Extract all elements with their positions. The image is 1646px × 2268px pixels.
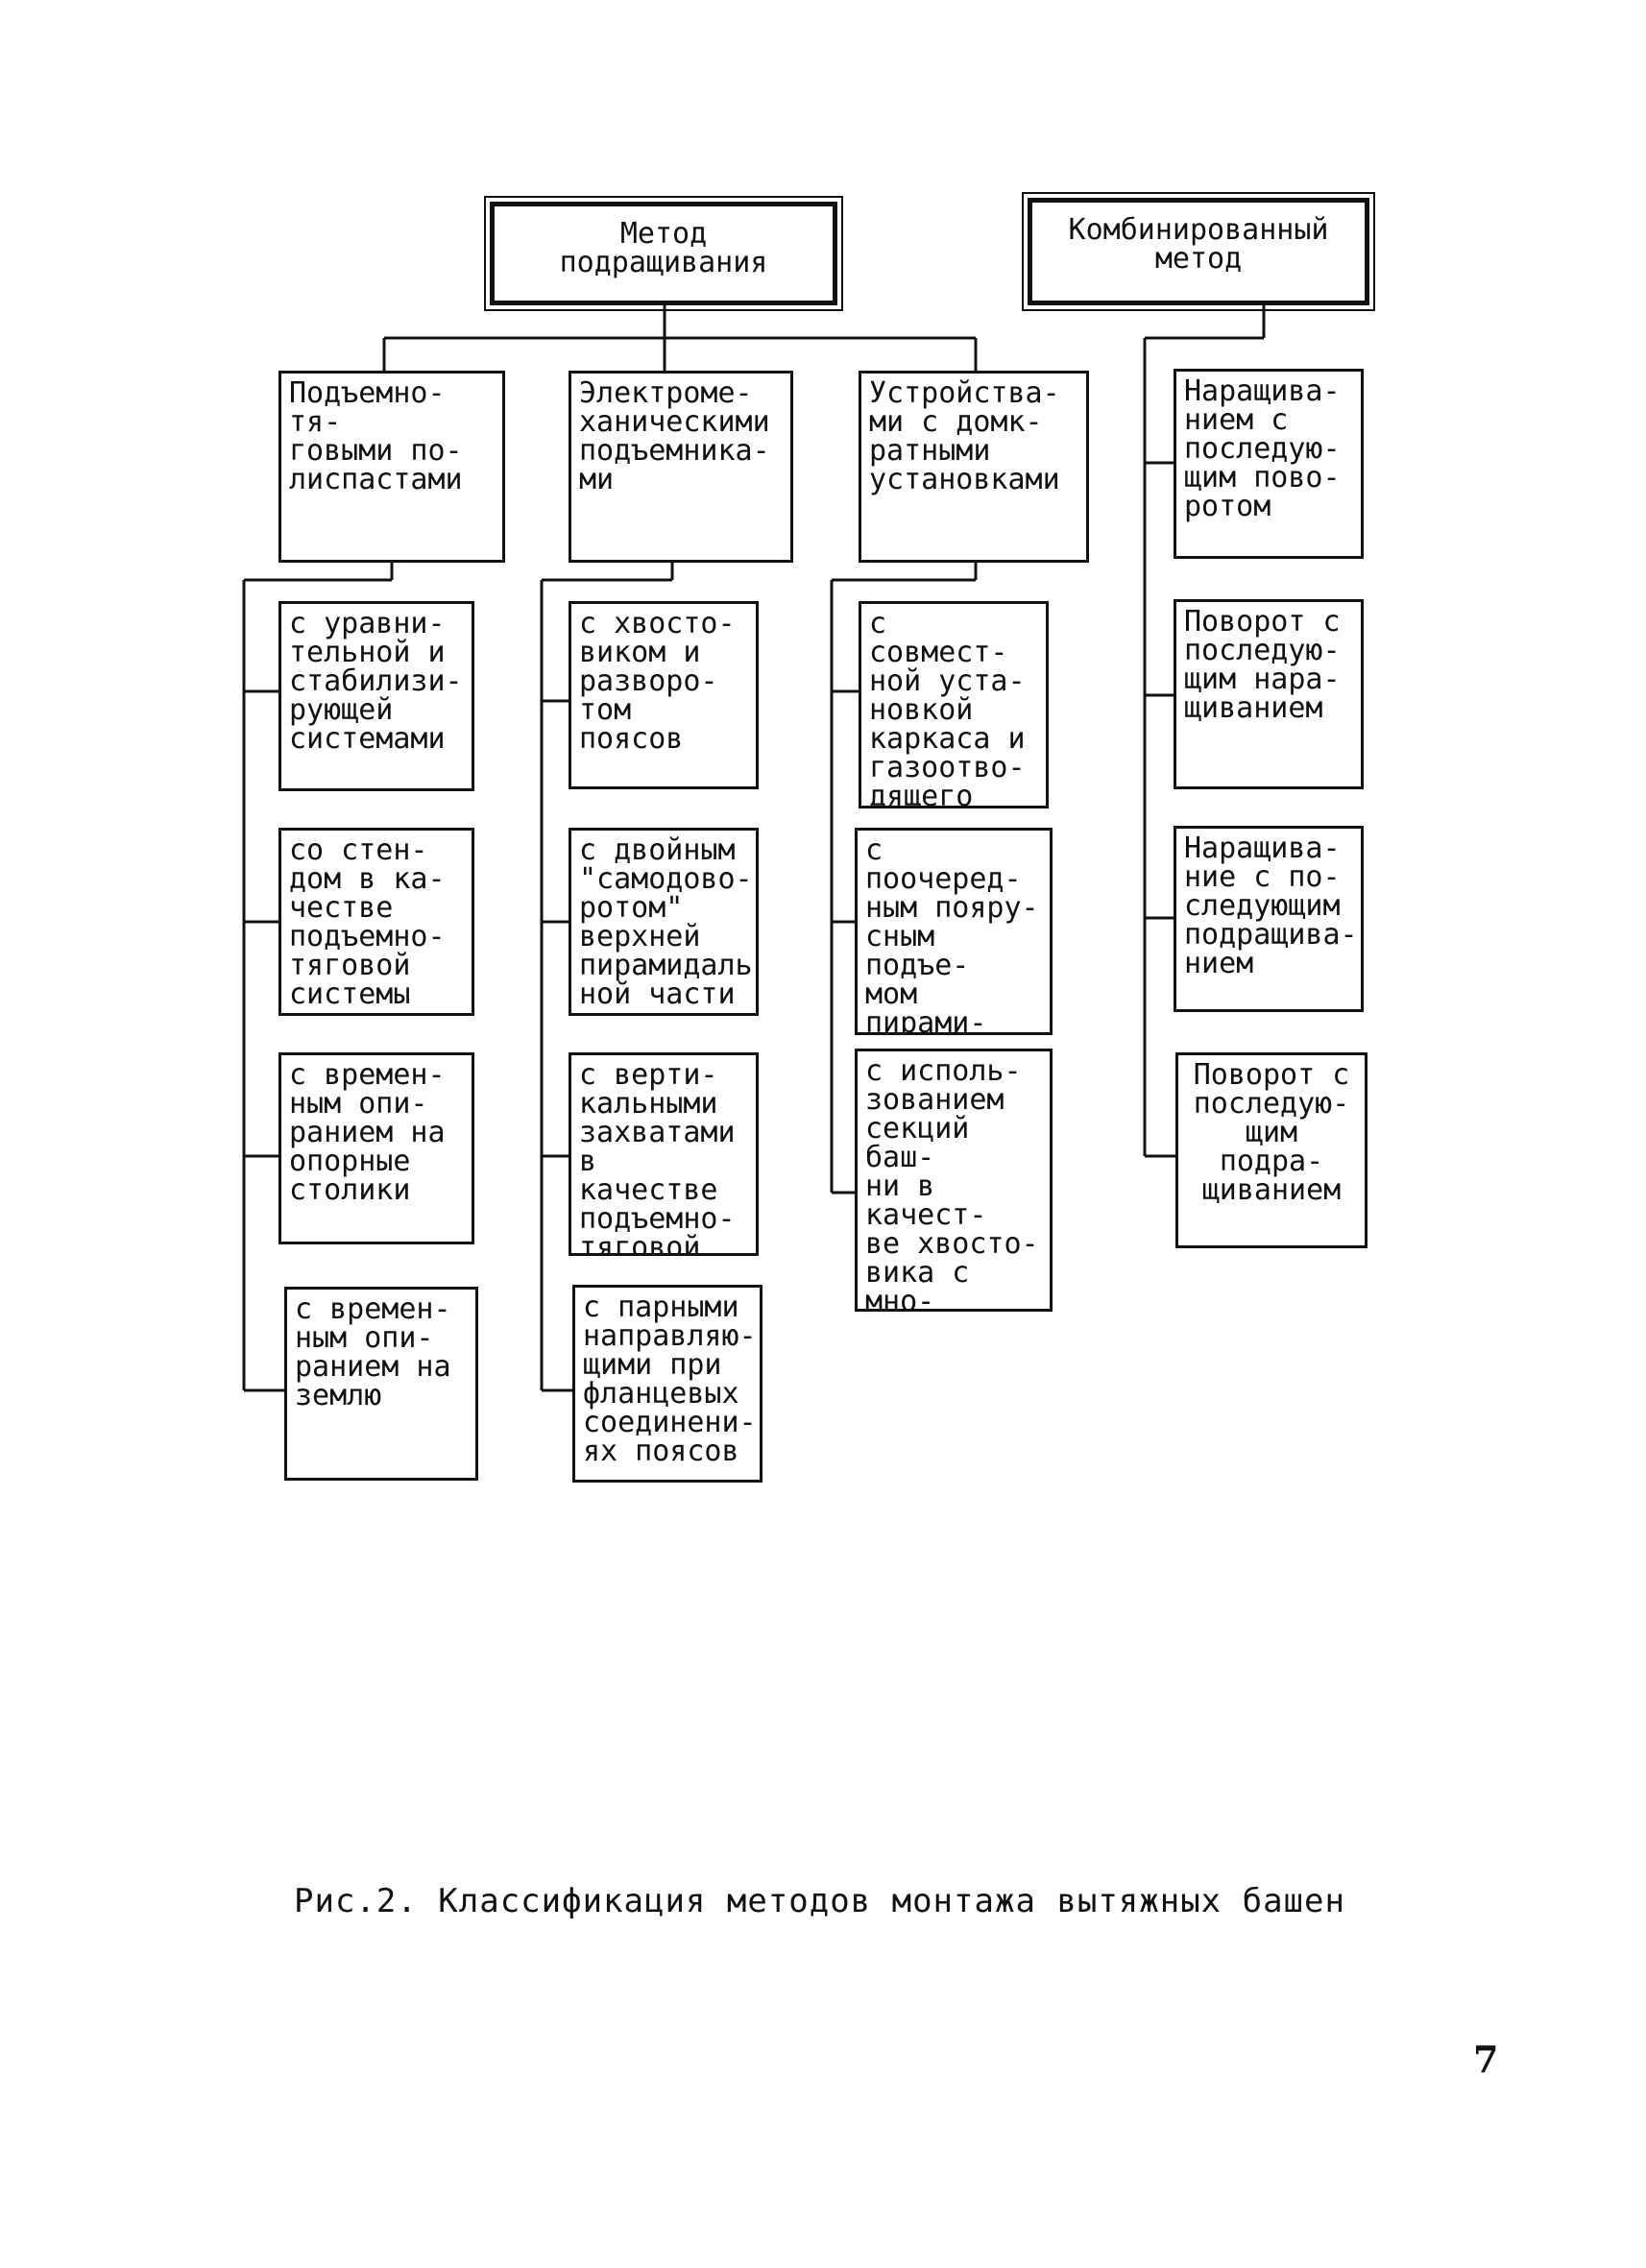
col2-item-1: с хвосто- виком и разворо- том поясов: [569, 601, 759, 789]
col4-item-3: Наращива- ние с по- следующим подращива-…: [1174, 826, 1364, 1012]
col1-item-1: с уравни- тельной и стабилизи- рующей си…: [278, 601, 474, 791]
root-growing-method: Метод подращивания: [484, 196, 843, 311]
col4-item-1: Наращива- нием с последую- щим пово- рот…: [1174, 369, 1364, 559]
category-electromechanical: Электроме- ханическими подъемника- ми: [569, 371, 793, 563]
col3-item-2: с поочеред- ным пояру- сным подъе- мом п…: [855, 828, 1053, 1035]
figure-caption: Рис.2. Классификация методов монтажа выт…: [294, 1882, 1345, 1920]
col4-item-4: Поворот с последую- щим подра- щиванием: [1175, 1052, 1368, 1248]
category-polyspast: Подъемно-тя- говыми по- лиспастами: [278, 371, 505, 563]
col1-item-4: с времен- ным опи- ранием на землю: [284, 1287, 478, 1481]
page-number: 7: [1473, 2038, 1499, 2081]
col3-item-3: с исполь- зованием секций баш- ни в каче…: [855, 1049, 1053, 1312]
col3-item-1: с совмест- ной уста- новкой каркаса и га…: [859, 601, 1049, 808]
col2-item-4: с парными направляю- щими при фланцевых …: [572, 1285, 762, 1483]
col4-item-2: Поворот с последую- щим нара- щиванием: [1174, 599, 1364, 789]
root-combined-method: Комбинированный метод: [1022, 192, 1375, 311]
category-jack-units: Устройства- ми с домк- ратными установка…: [859, 371, 1089, 563]
col1-item-2: со стен- дом в ка- честве подъемно- тяго…: [278, 828, 474, 1016]
col2-item-3: с верти- кальными захватами в качестве п…: [569, 1052, 759, 1256]
col2-item-2: с двойным "самодово- ротом" верхней пира…: [569, 828, 759, 1016]
col1-item-3: с времен- ным опи- ранием на опорные сто…: [278, 1052, 474, 1244]
